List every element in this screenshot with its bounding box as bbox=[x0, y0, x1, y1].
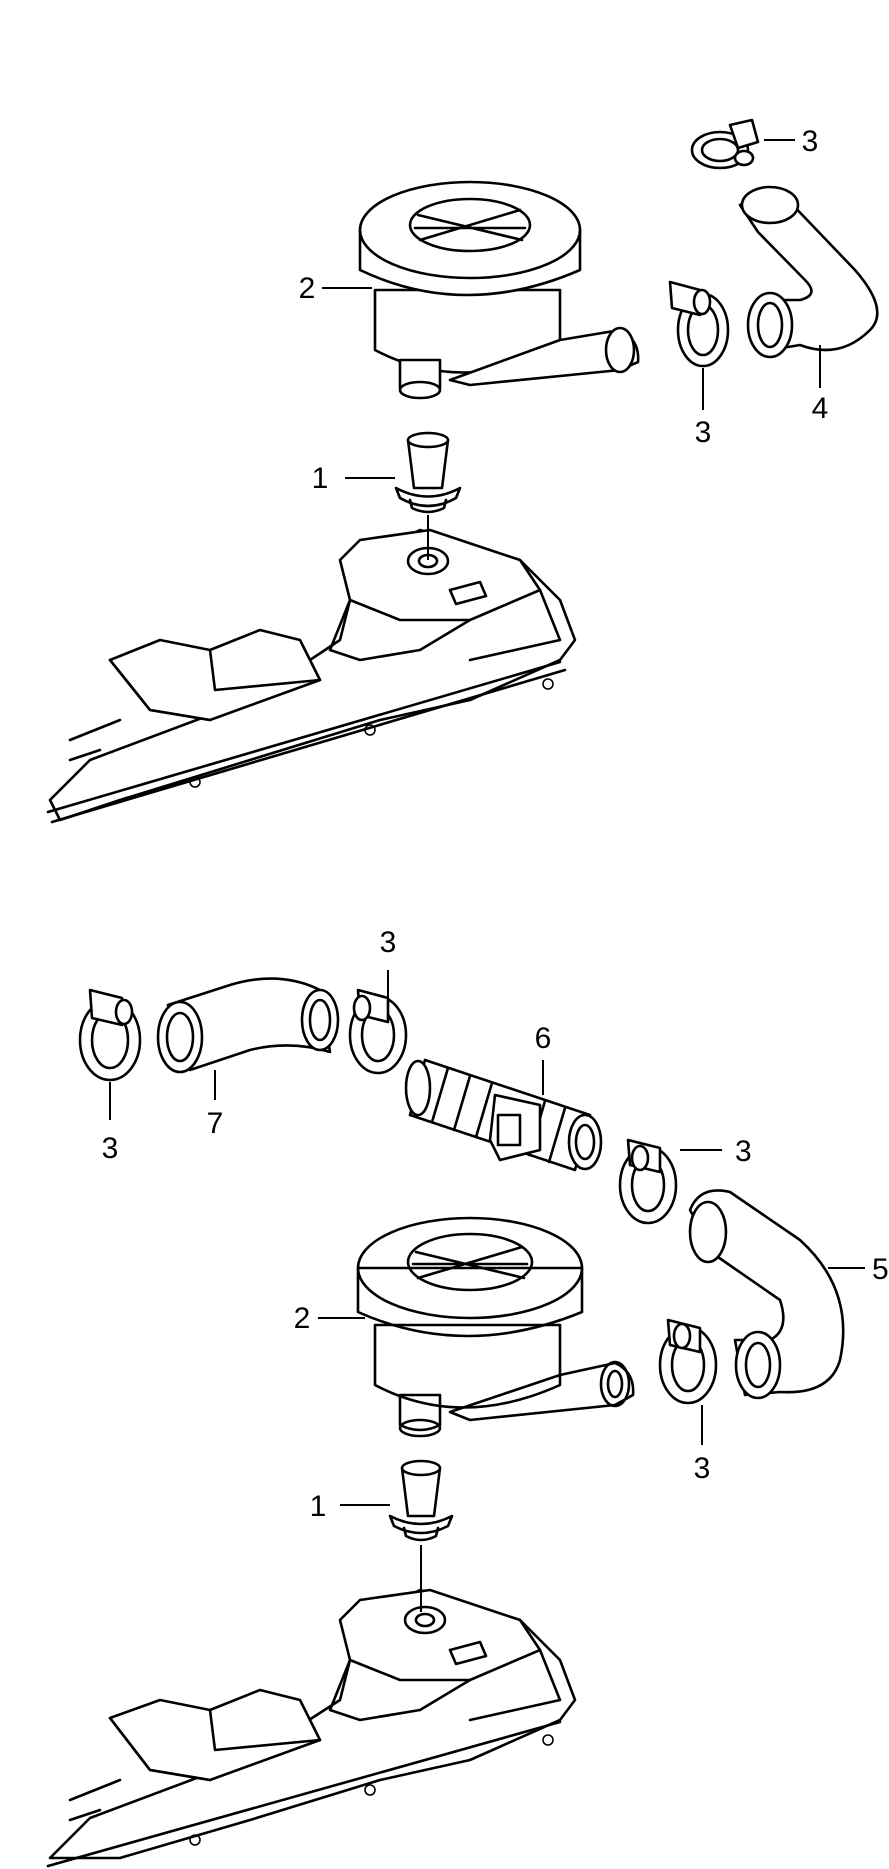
grommet-bottom bbox=[388, 1459, 454, 1612]
hose-clamp-mid-upper bbox=[348, 988, 408, 1075]
hose-clamp-right-lower bbox=[658, 1318, 718, 1405]
callout-bot-3a: 3 bbox=[102, 1132, 119, 1165]
hose-4-top bbox=[738, 185, 879, 359]
callout-top-3b: 3 bbox=[695, 416, 712, 449]
breather-housing-bottom-highlighted bbox=[356, 1216, 635, 1438]
hose-clamp-top-upper bbox=[690, 118, 760, 170]
callout-top-4: 4 bbox=[812, 392, 829, 425]
callout-top-2: 2 bbox=[299, 272, 316, 305]
callout-bot-1: 1 bbox=[310, 1490, 327, 1523]
hose-clamp-top-lower bbox=[668, 280, 730, 368]
grommet-top bbox=[394, 431, 462, 560]
breather-housing-top bbox=[358, 180, 640, 400]
hose-clamp-right-upper bbox=[618, 1138, 678, 1225]
callout-bot-5: 5 bbox=[872, 1253, 889, 1286]
callout-bot-3b: 3 bbox=[380, 926, 397, 959]
top-assembly: 1 2 3 3 4 bbox=[46, 118, 879, 824]
hose-7 bbox=[156, 977, 340, 1074]
callout-bot-6: 6 bbox=[535, 1022, 552, 1055]
callout-top-3a: 3 bbox=[802, 125, 819, 158]
callout-bot-2: 2 bbox=[294, 1302, 311, 1335]
hose-clamp-left bbox=[78, 988, 142, 1082]
callout-bot-3d: 3 bbox=[694, 1452, 711, 1485]
valve-cover-top bbox=[46, 528, 577, 824]
bottom-assembly: 1 2 3 3 3 3 5 6 7 bbox=[46, 926, 889, 1868]
callout-bot-7: 7 bbox=[207, 1107, 224, 1140]
valve-cover-bottom bbox=[46, 1588, 577, 1868]
callout-top-1: 1 bbox=[312, 462, 329, 495]
callout-bot-3c: 3 bbox=[735, 1135, 752, 1168]
hose-5 bbox=[688, 1189, 845, 1400]
pressure-valve-6 bbox=[404, 1058, 603, 1172]
